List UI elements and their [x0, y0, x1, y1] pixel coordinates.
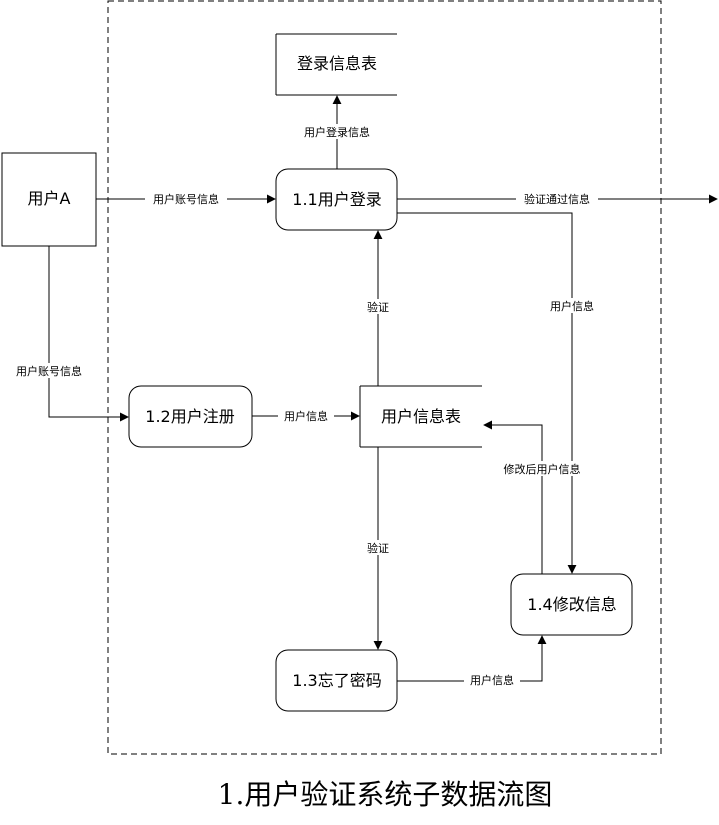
process-register: 1.2用户注册 [128, 385, 253, 448]
data-store-user-info-label: 用户信息表 [381, 407, 461, 426]
process-login-label: 1.1用户登录 [292, 190, 381, 209]
data-store-user-info: 用户信息表 [359, 385, 482, 448]
flow-modify-to-store [483, 420, 543, 574]
process-register-label: 1.2用户注册 [145, 407, 234, 426]
flow-label-entity-to-login: 用户账号信息 [153, 192, 219, 206]
flow-label-register-to-store: 用户信息 [284, 409, 328, 423]
flow-forgot-to-modify [397, 635, 547, 682]
flow-label-forgot-to-modify: 用户信息 [470, 673, 514, 687]
diagram-title: 1.用户验证系统子数据流图 [218, 778, 553, 811]
flow-label-modify-to-store: 修改后用户信息 [504, 462, 581, 476]
flow-label-entity-to-register: 用户账号信息 [16, 364, 82, 378]
flow-label-login-to-modify: 用户信息 [550, 299, 594, 313]
flow-label-store-to-forgot: 验证 [367, 541, 389, 555]
flow-entity-to-register [48, 246, 129, 422]
external-entity-label: 用户A [28, 189, 71, 208]
process-login: 1.1用户登录 [275, 168, 398, 231]
process-modify-info-label: 1.4修改信息 [527, 595, 616, 614]
flow-label-store-to-login: 验证 [367, 300, 389, 314]
data-store-login-info-label: 登录信息表 [297, 54, 377, 73]
data-store-login-info: 登录信息表 [275, 33, 397, 96]
external-entity-user-a: 用户A [1, 152, 97, 247]
process-modify-info: 1.4修改信息 [510, 573, 633, 636]
process-forgot-password-label: 1.3忘了密码 [292, 671, 381, 690]
system-boundary [107, 0, 662, 755]
flow-label-login-out: 验证通过信息 [524, 192, 590, 206]
process-forgot-password: 1.3忘了密码 [275, 649, 398, 712]
flow-login-to-modify [397, 212, 577, 574]
flow-label-login-to-store: 用户登录信息 [304, 125, 370, 139]
